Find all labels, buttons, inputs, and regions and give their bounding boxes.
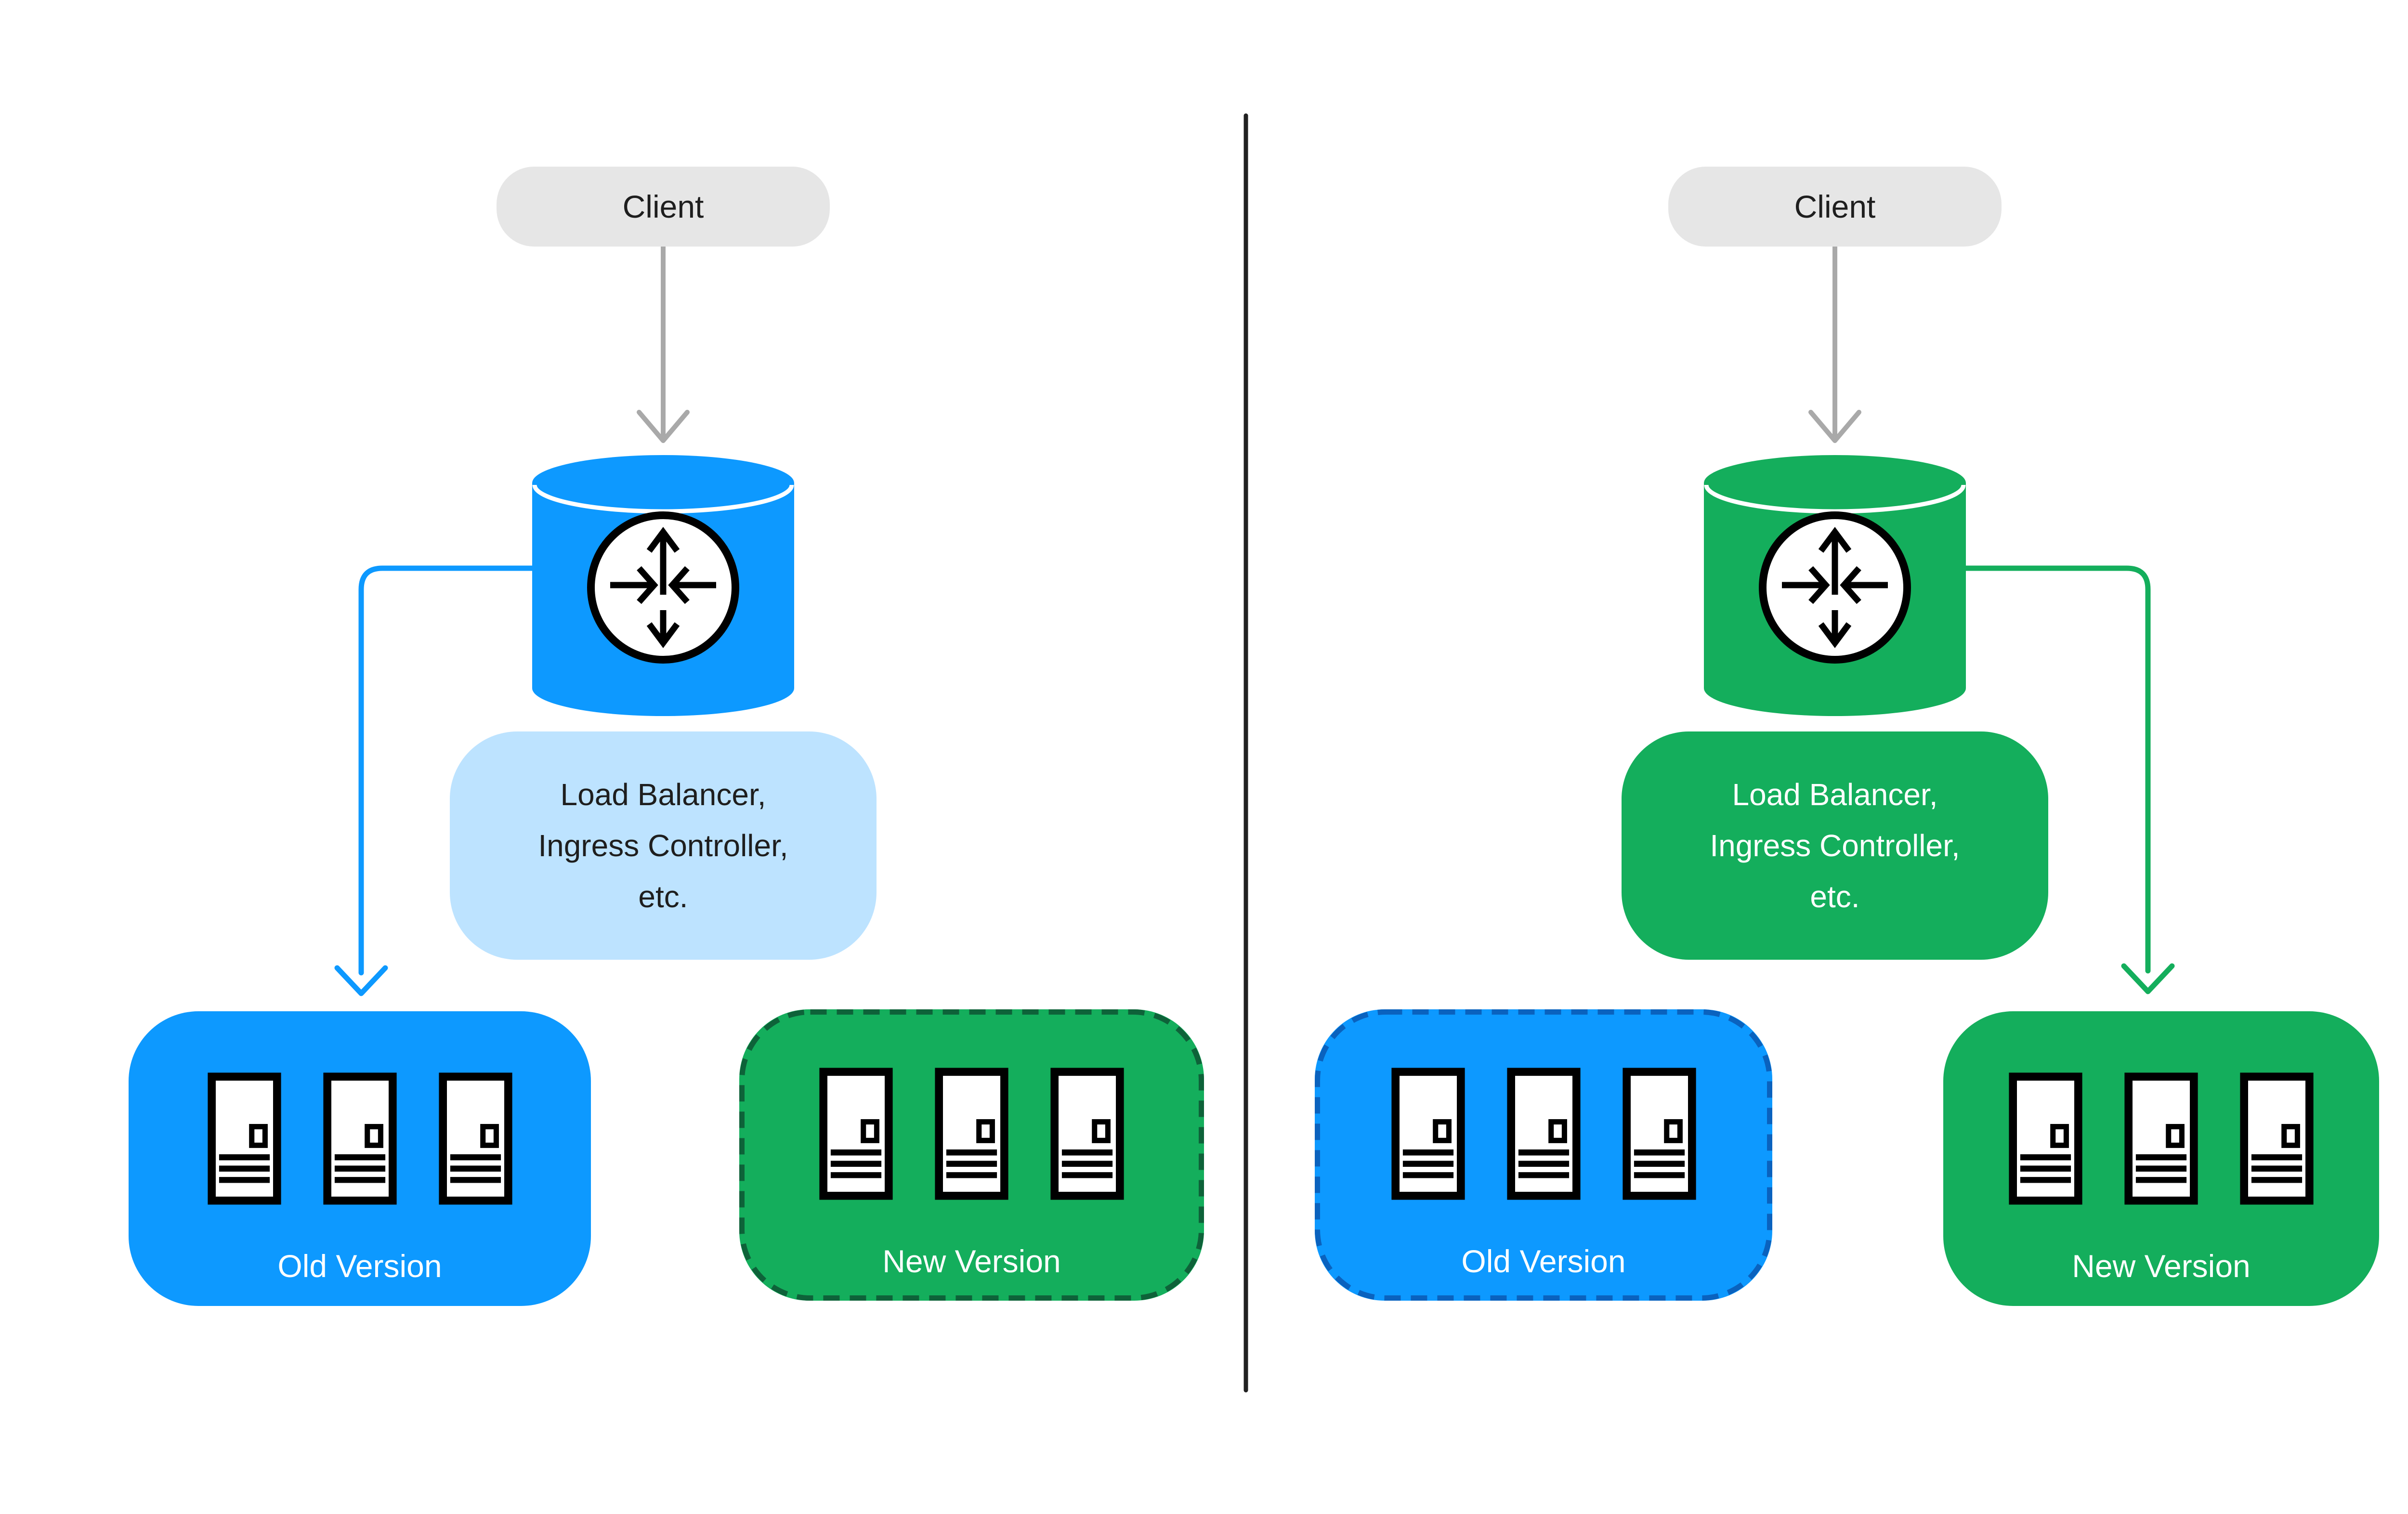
traffic-arrow-old-version-icon — [334, 565, 535, 996]
old-version-label: Old Version — [1461, 1243, 1626, 1279]
cylinder-shape — [532, 455, 794, 716]
load-balancer-cylinder — [532, 454, 794, 717]
server-icon — [935, 1068, 1008, 1200]
old-version-box: Old Version — [129, 1011, 591, 1306]
new-version-label: New Version — [882, 1243, 1061, 1279]
server-group — [1391, 1067, 1697, 1201]
load-balancer-cylinder — [1704, 454, 1966, 717]
server-group — [207, 1072, 513, 1205]
server-icon — [207, 1072, 281, 1205]
lb-line: Ingress Controller, — [538, 828, 788, 863]
client-node: Client — [497, 167, 830, 247]
old-version-box: Old Version — [1315, 1009, 1772, 1301]
client-arrow-left-icon — [637, 244, 690, 443]
server-icon — [1050, 1068, 1124, 1200]
server-icon — [1391, 1068, 1465, 1200]
new-version-box: New Version — [1943, 1011, 2379, 1306]
traffic-arrow-new-version-icon — [1963, 565, 2175, 994]
lb-line: Ingress Controller, — [1710, 828, 1960, 863]
lb-line: etc. — [638, 879, 688, 914]
server-icon — [1506, 1068, 1581, 1200]
server-icon — [1622, 1068, 1696, 1200]
server-group — [819, 1067, 1125, 1201]
lb-line: Load Balancer, — [1732, 777, 1938, 812]
server-icon — [323, 1072, 397, 1205]
server-icon — [438, 1072, 512, 1205]
cylinder-shape — [1704, 455, 1966, 716]
client-label: Client — [622, 189, 704, 224]
load-balancer-label-box: Load Balancer, Ingress Controller, etc. — [1622, 731, 2048, 960]
router-icon — [1759, 511, 1911, 664]
new-version-label: New Version — [2072, 1248, 2251, 1284]
router-icon — [587, 511, 739, 664]
lb-line: etc. — [1810, 879, 1860, 914]
server-icon — [2124, 1072, 2198, 1205]
client-arrow-right-icon — [1808, 244, 1861, 443]
server-group — [2008, 1072, 2314, 1205]
server-icon — [2009, 1072, 2082, 1205]
lb-line: Load Balancer, — [560, 777, 766, 812]
new-version-box: New Version — [739, 1009, 1204, 1301]
server-icon — [819, 1068, 893, 1200]
client-label: Client — [1794, 189, 1876, 224]
server-icon — [2240, 1072, 2314, 1205]
old-version-label: Old Version — [277, 1248, 442, 1284]
load-balancer-label-box: Load Balancer, Ingress Controller, etc. — [450, 731, 877, 960]
client-node: Client — [1668, 167, 2002, 247]
